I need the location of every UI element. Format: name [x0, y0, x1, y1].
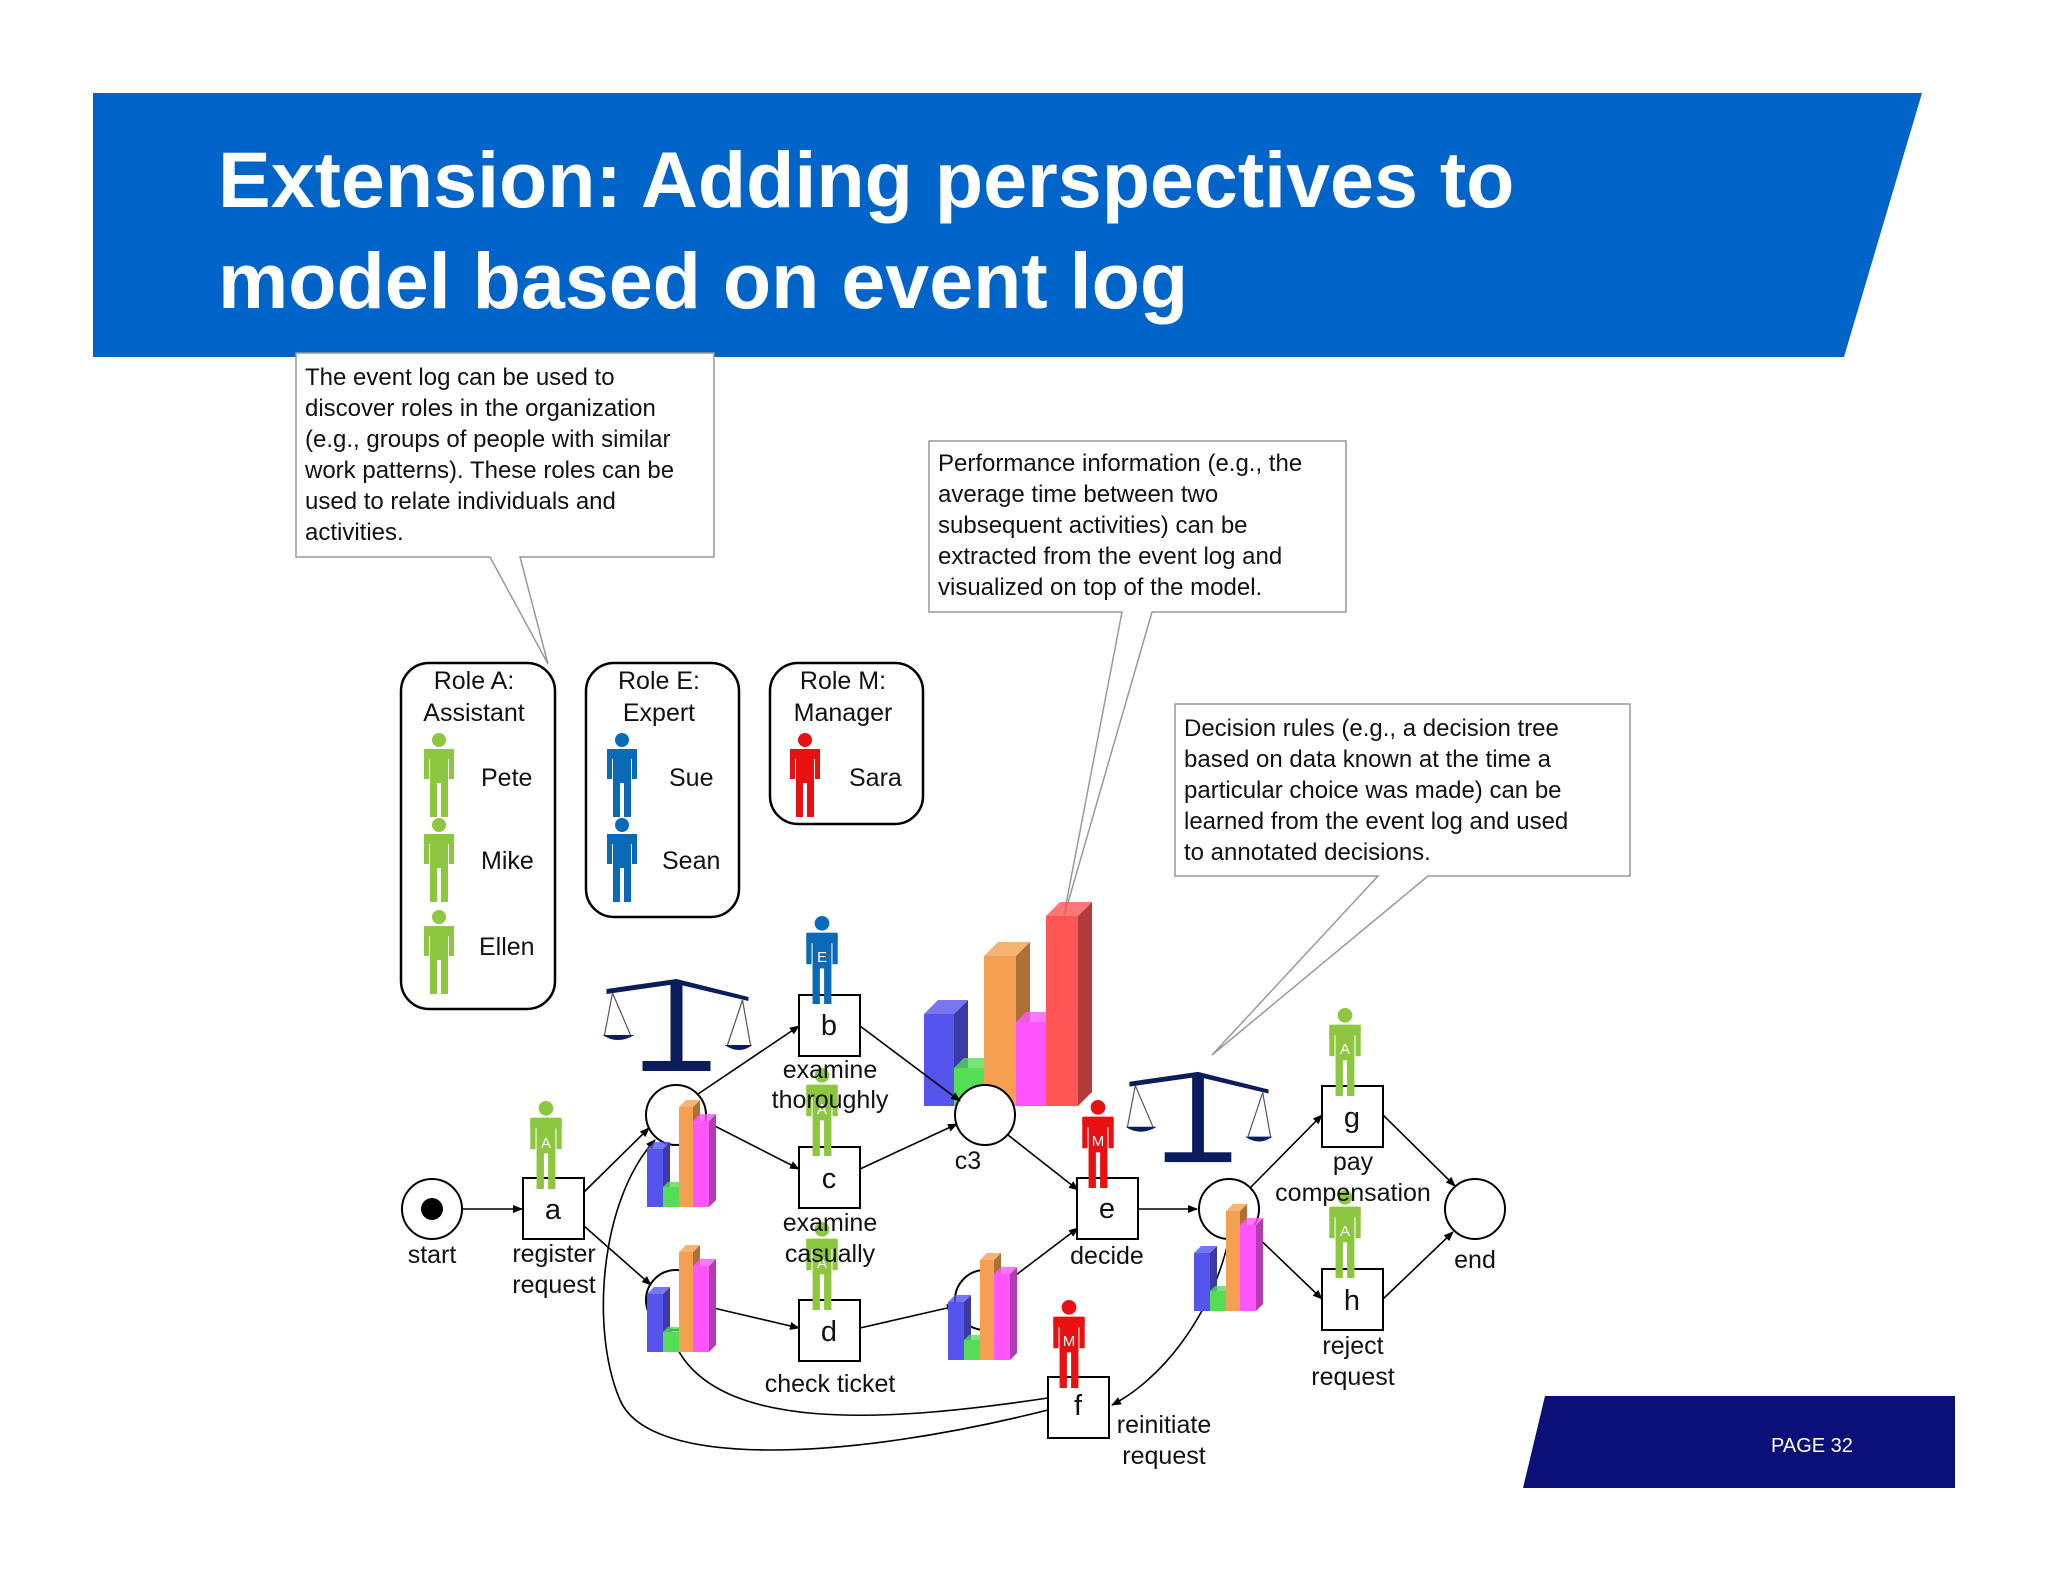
role-expert-title: Role E: [618, 667, 700, 695]
label-c-2: casually [785, 1240, 876, 1268]
callout-decision-line: particular choice was made) can be [1184, 777, 1562, 804]
role-expert-box: Role E: Expert Sue Sean [584, 661, 741, 919]
transition-g-id: g [1344, 1102, 1360, 1134]
page-number: PAGE 32 [1771, 1435, 1853, 1457]
transition-e-id: e [1099, 1193, 1115, 1225]
transition-c[interactable]: c [798, 1146, 861, 1209]
bar-icon [693, 1259, 716, 1352]
label-c-1: examine [783, 1209, 878, 1237]
label-c3: c3 [955, 1147, 981, 1175]
petri-net-arcs [462, 1025, 1456, 1451]
callout-performance-line: extracted from the event log and [938, 543, 1282, 570]
transition-g[interactable]: g [1321, 1085, 1384, 1148]
role-badge: A [541, 1135, 551, 1152]
slide-title-line-2: model based on event log [218, 236, 1188, 325]
callout-performance: Performance information (e.g., the avera… [928, 440, 1347, 921]
label-h-2: request [1311, 1363, 1394, 1391]
role-expert-subtitle: Expert [623, 699, 695, 727]
label-f-2: request [1122, 1442, 1205, 1470]
transition-c-id: c [822, 1163, 837, 1195]
callout-decision: Decision rules (e.g., a decision tree ba… [1174, 703, 1631, 1056]
model-labels: start end c3 register request examine th… [408, 1056, 1496, 1470]
role-assistant-title: Role A: [434, 667, 515, 695]
callout-decision-line: learned from the event log and used [1184, 808, 1568, 835]
callout-roles-line: The event log can be used to [305, 364, 615, 391]
performance-bar-chart-icon [924, 902, 1092, 1106]
role-assistant-box: Role A: Assistant Pete Mike Ellen [399, 661, 557, 1011]
label-g-1: pay [1333, 1148, 1374, 1176]
transition-f-id: f [1074, 1390, 1083, 1422]
role-member-sean: Sean [662, 847, 720, 875]
title-banner [93, 93, 1922, 357]
role-manager-box: Role M: Manager Sara [768, 661, 925, 826]
callout-roles-line: work patterns). These roles can be [304, 457, 674, 484]
label-f-1: reinitiate [1117, 1411, 1212, 1439]
role-member-ellen: Ellen [479, 933, 535, 961]
label-g-2: compensation [1275, 1179, 1431, 1207]
callout-performance-line: visualized on top of the model. [938, 574, 1262, 601]
role-badge: A [817, 1255, 827, 1272]
callout-decision-line: based on data known at the time a [1184, 746, 1552, 773]
role-badge: E [817, 949, 827, 966]
place-c3 [954, 1084, 1016, 1146]
label-a-1: register [512, 1240, 595, 1268]
role-badge: A [1340, 1041, 1350, 1058]
callout-decision-line: Decision rules (e.g., a decision tree [1184, 715, 1559, 742]
transition-h[interactable]: h [1321, 1268, 1384, 1331]
callout-performance-line: Performance information (e.g., the [938, 450, 1302, 477]
place-end [1444, 1178, 1506, 1240]
callout-roles-line: used to relate individuals and [305, 488, 616, 515]
bar-icon [693, 1114, 716, 1207]
label-h-1: reject [1322, 1332, 1383, 1360]
transition-a-id: a [545, 1194, 562, 1226]
resource-figures: A E A A M M A A [530, 916, 1361, 1388]
role-manager-subtitle: Manager [794, 699, 893, 727]
transition-f[interactable]: f [1047, 1376, 1110, 1439]
callout-decision-line: to annotated decisions. [1184, 839, 1431, 866]
transition-e[interactable]: e [1076, 1177, 1139, 1240]
label-end: end [1454, 1246, 1496, 1274]
label-d-1: check ticket [765, 1370, 896, 1398]
label-b-1: examine [783, 1056, 878, 1084]
place-bar-charts [647, 1100, 1263, 1360]
transition-b[interactable]: b [798, 994, 861, 1057]
balance-scale-icon [601, 978, 754, 1072]
bar-icon [1240, 1218, 1263, 1311]
balance-scale-icon [1124, 1071, 1274, 1163]
label-start: start [408, 1241, 457, 1269]
role-badge: M [1092, 1133, 1105, 1150]
callout-roles-line: (e.g., groups of people with similar [305, 426, 671, 453]
callout-performance-line: subsequent activities) can be [938, 512, 1248, 539]
callout-roles-line: discover roles in the organization [305, 395, 656, 422]
role-member-pete: Pete [481, 764, 532, 792]
role-badge: M [1063, 1333, 1076, 1350]
role-member-mike: Mike [481, 847, 534, 875]
role-member-sara: Sara [849, 764, 902, 792]
callout-roles: The event log can be used to discover ro… [295, 352, 715, 665]
label-e-1: decide [1070, 1242, 1144, 1270]
callout-roles-line: activities. [305, 519, 404, 546]
role-member-sue: Sue [669, 764, 713, 792]
transition-h-id: h [1344, 1285, 1360, 1317]
callout-performance-line: average time between two [938, 481, 1218, 508]
role-badge: A [817, 1101, 827, 1118]
label-a-2: request [512, 1271, 595, 1299]
footer-band [1523, 1396, 1955, 1488]
bar-icon [1046, 902, 1092, 1106]
label-b-2: thoroughly [772, 1086, 889, 1114]
slide-title-line-1: Extension: Adding perspectives to [218, 135, 1514, 224]
role-assistant-subtitle: Assistant [423, 699, 524, 727]
transition-d-id: d [821, 1316, 837, 1348]
token [421, 1198, 443, 1220]
bar-icon [994, 1267, 1017, 1360]
transition-b-id: b [821, 1010, 837, 1042]
transition-d[interactable]: d [798, 1299, 861, 1362]
role-badge: A [1340, 1223, 1350, 1240]
role-manager-title: Role M: [800, 667, 886, 695]
